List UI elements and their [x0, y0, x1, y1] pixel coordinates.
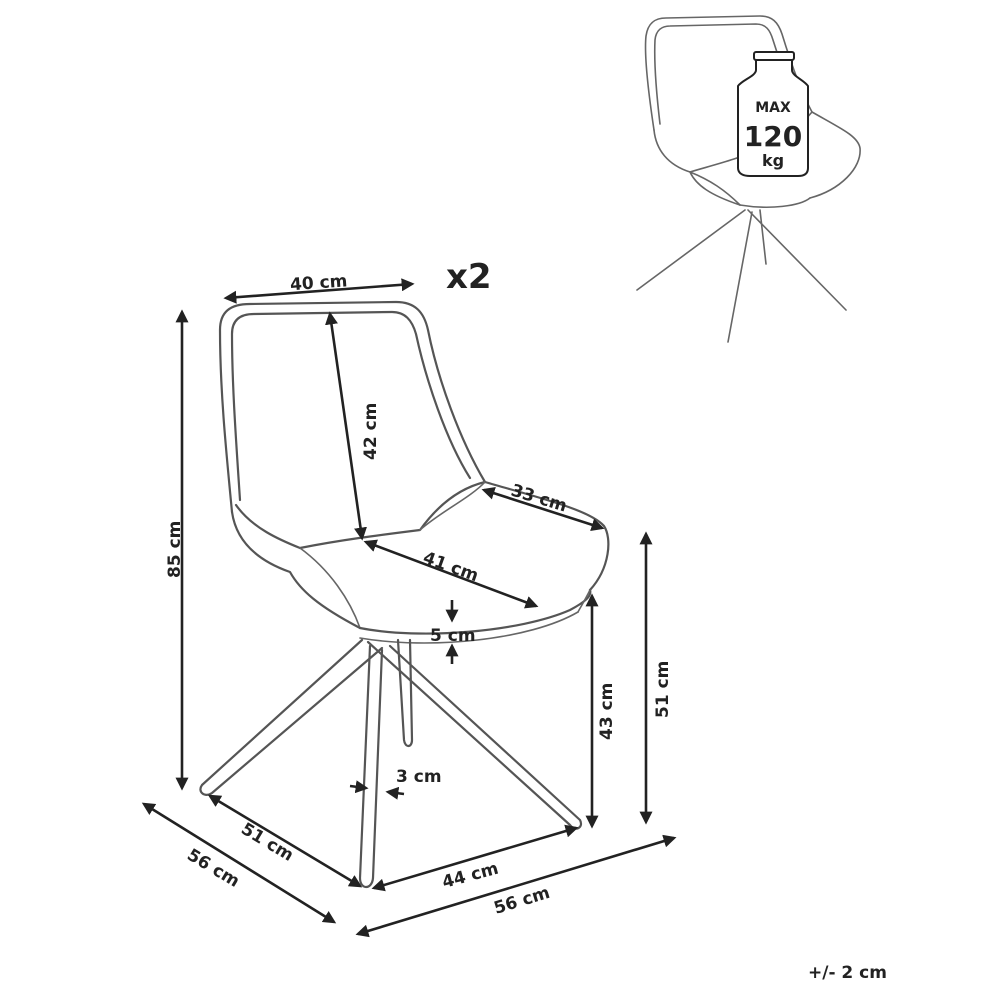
dimension-lines: [141, 278, 677, 938]
tolerance-note: +/- 2 cm: [808, 963, 887, 983]
dim-overall-width-line: [355, 834, 677, 938]
dim-overall-depth-line: [141, 802, 337, 924]
label-overall-depth: 56 cm: [183, 845, 242, 892]
load-capacity-chair-drawing: [636, 15, 861, 343]
label-backrest-width: 40 cm: [289, 271, 348, 295]
max-load-label: MAX: [755, 100, 791, 116]
dim-seat-width-line: [481, 487, 605, 531]
label-total-height: 85 cm: [165, 521, 185, 578]
label-base-depth: 51 cm: [237, 819, 296, 866]
weight-bottle-icon: MAX 120 kg: [737, 51, 809, 177]
label-armrest-height: 51 cm: [653, 661, 673, 718]
dim-seat-depth-line: [363, 539, 539, 609]
label-seat-height: 43 cm: [597, 683, 617, 740]
dim-leg-thickness-right: [385, 786, 405, 800]
max-load-value: 120: [744, 120, 802, 153]
label-base-width: 44 cm: [440, 859, 501, 893]
dim-backrest-width-line: [223, 278, 415, 304]
dim-backrest-height-line: [325, 311, 367, 541]
main-chair-drawing: [199, 300, 610, 889]
max-load-unit: kg: [762, 151, 784, 170]
label-seat-thickness: 5 cm: [430, 626, 476, 646]
label-backrest-height: 42 cm: [361, 403, 381, 460]
label-seat-width: 33 cm: [509, 481, 570, 517]
label-overall-width: 56 cm: [492, 883, 553, 919]
label-seat-depth: 41 cm: [420, 548, 481, 586]
dimension-labels: 40 cm 42 cm 85 cm 33 cm 41 cm 5 cm 43 cm…: [165, 271, 673, 919]
quantity-multiplier: x2: [446, 257, 492, 297]
label-leg-thickness: 3 cm: [396, 767, 442, 787]
dim-leg-thickness-left: [349, 780, 369, 794]
